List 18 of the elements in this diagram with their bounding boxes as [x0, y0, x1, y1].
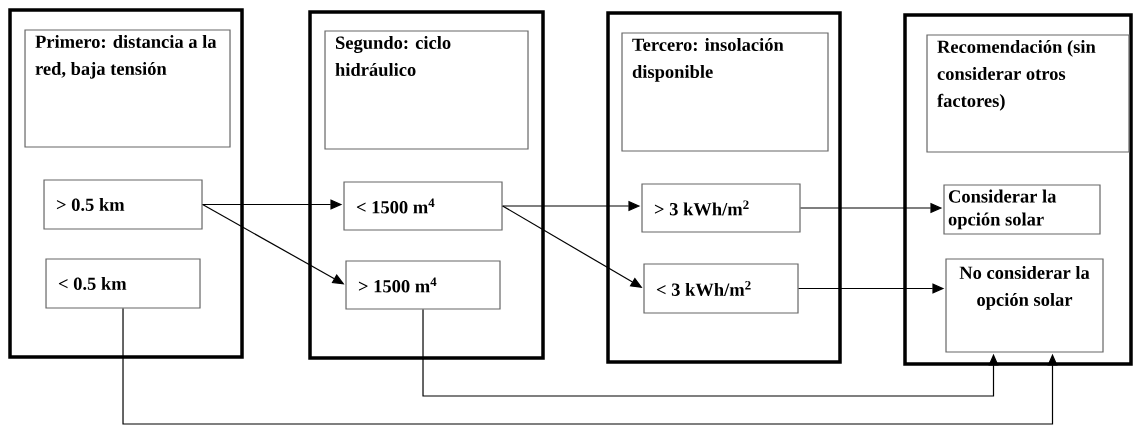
condition-box: > 0.5 km: [43, 179, 203, 230]
column-frame: [8, 8, 244, 359]
column-frame: [308, 10, 545, 360]
arrow: [422, 309, 999, 397]
column-heading-box: Primero: distancia a la red, baja tensión: [24, 29, 231, 148]
condition-box: < 3 kWh/m$^{2}$: [643, 263, 799, 314]
condition-box: < 0.5 km: [45, 258, 201, 309]
recommendation-box: No considerar la opción solar: [945, 258, 1104, 353]
condition-box: > 1500 m$^{4}$: [345, 260, 501, 310]
column-frame: [903, 13, 1133, 366]
arrow: [122, 308, 1058, 425]
recommendation-box: Considerar la opción solar: [943, 184, 1101, 235]
condition-box: < 1500 m$^{4}$: [343, 181, 503, 231]
column-heading-box: Tercero: insolación disponible: [621, 32, 829, 152]
column-heading-box: Segundo: ciclo hidráulico: [324, 30, 529, 150]
column-heading-box: Recomendación (sin considerar otros factores): [926, 34, 1130, 153]
column-frame: [606, 11, 842, 364]
condition-box: > 3 kWh/m$^{2}$: [641, 183, 801, 233]
